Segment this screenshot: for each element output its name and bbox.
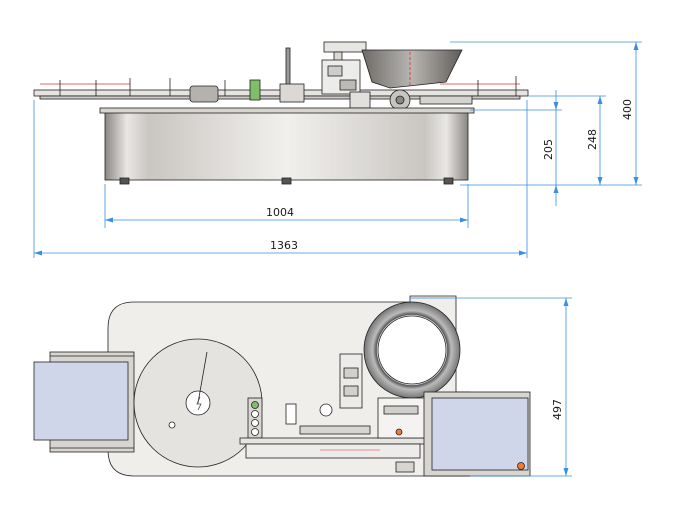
dim-label-depth: 497 (551, 399, 564, 420)
top-view: 497 (33, 295, 572, 477)
dim-label-frame-height: 205 (542, 139, 555, 160)
dim-label-total-height: 400 (621, 99, 634, 120)
dimension-400: 400 (450, 41, 642, 186)
machine-body (99, 107, 475, 185)
dimension-1004: 1004 (104, 184, 469, 228)
dim-label-body-width: 1004 (266, 206, 294, 219)
labeling-head (189, 47, 473, 111)
dim-label-table-height: 248 (586, 129, 599, 150)
dim-label-total-width: 1363 (270, 239, 298, 252)
left-conveyor (33, 351, 135, 453)
top-mechanism (239, 353, 431, 473)
right-conveyor (423, 391, 531, 477)
front-view: 1004 1363 400 248 (33, 41, 642, 258)
label-roll (363, 301, 461, 399)
dimension-205: 205 (470, 90, 562, 206)
dimension-248: 248 (528, 95, 606, 185)
dimension-497: 497 (410, 297, 572, 477)
dimension-1363: 1363 (33, 100, 528, 258)
turntable (133, 338, 263, 468)
